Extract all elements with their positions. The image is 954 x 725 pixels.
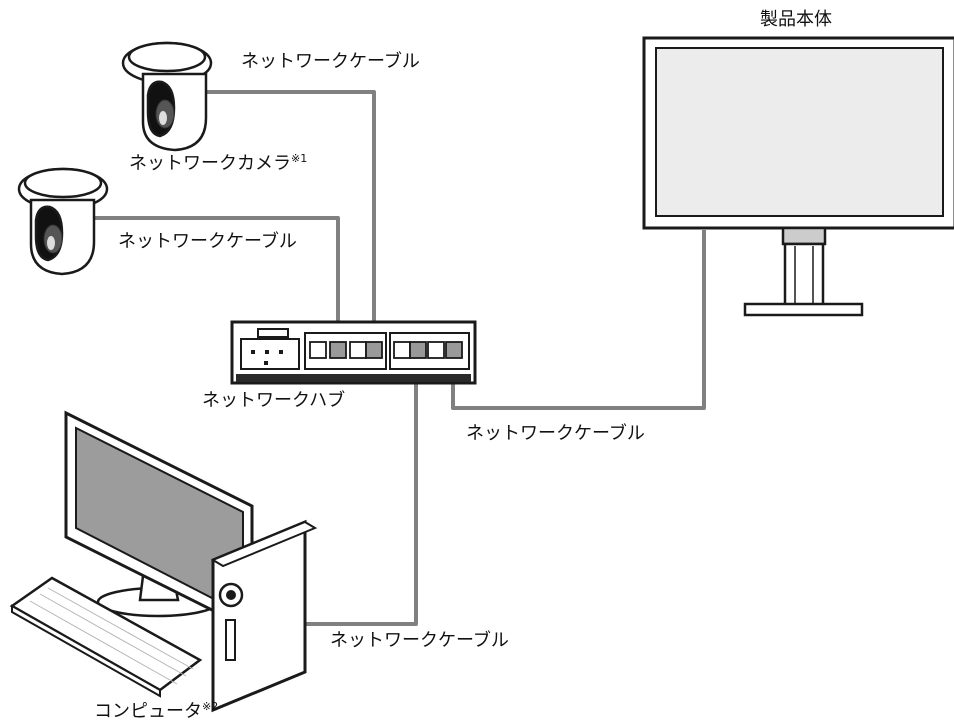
- label-product: 製品本体: [760, 9, 832, 30]
- label-network-hub: ネットワークハブ: [202, 390, 346, 411]
- label-cable-computer: ネットワークケーブル: [330, 630, 509, 651]
- label-computer-text: コンピュータ: [94, 701, 202, 722]
- label-computer-note: ※2: [202, 700, 219, 713]
- label-cable-camera1: ネットワークケーブル: [241, 51, 420, 72]
- label-computer: コンピュータ※2: [94, 701, 218, 721]
- network-camera-1: [121, 41, 213, 152]
- cable-hub-to-product: [451, 230, 706, 410]
- computer: [9, 410, 318, 713]
- network-hub: [230, 320, 477, 385]
- cable-hub-to-computer: [306, 368, 418, 626]
- network-camera-2: [17, 167, 109, 276]
- network-cables: [94, 90, 706, 626]
- label-cable-camera2: ネットワークケーブル: [118, 231, 297, 252]
- label-camera-text: ネットワークカメラ: [129, 153, 291, 174]
- label-camera-note: ※1: [291, 152, 308, 165]
- label-network-camera: ネットワークカメラ※1: [129, 153, 307, 173]
- label-cable-product: ネットワークケーブル: [466, 423, 645, 444]
- cable-camera2-to-hub: [94, 216, 340, 343]
- product-monitor: [642, 36, 954, 317]
- cable-camera1-to-hub: [207, 90, 376, 343]
